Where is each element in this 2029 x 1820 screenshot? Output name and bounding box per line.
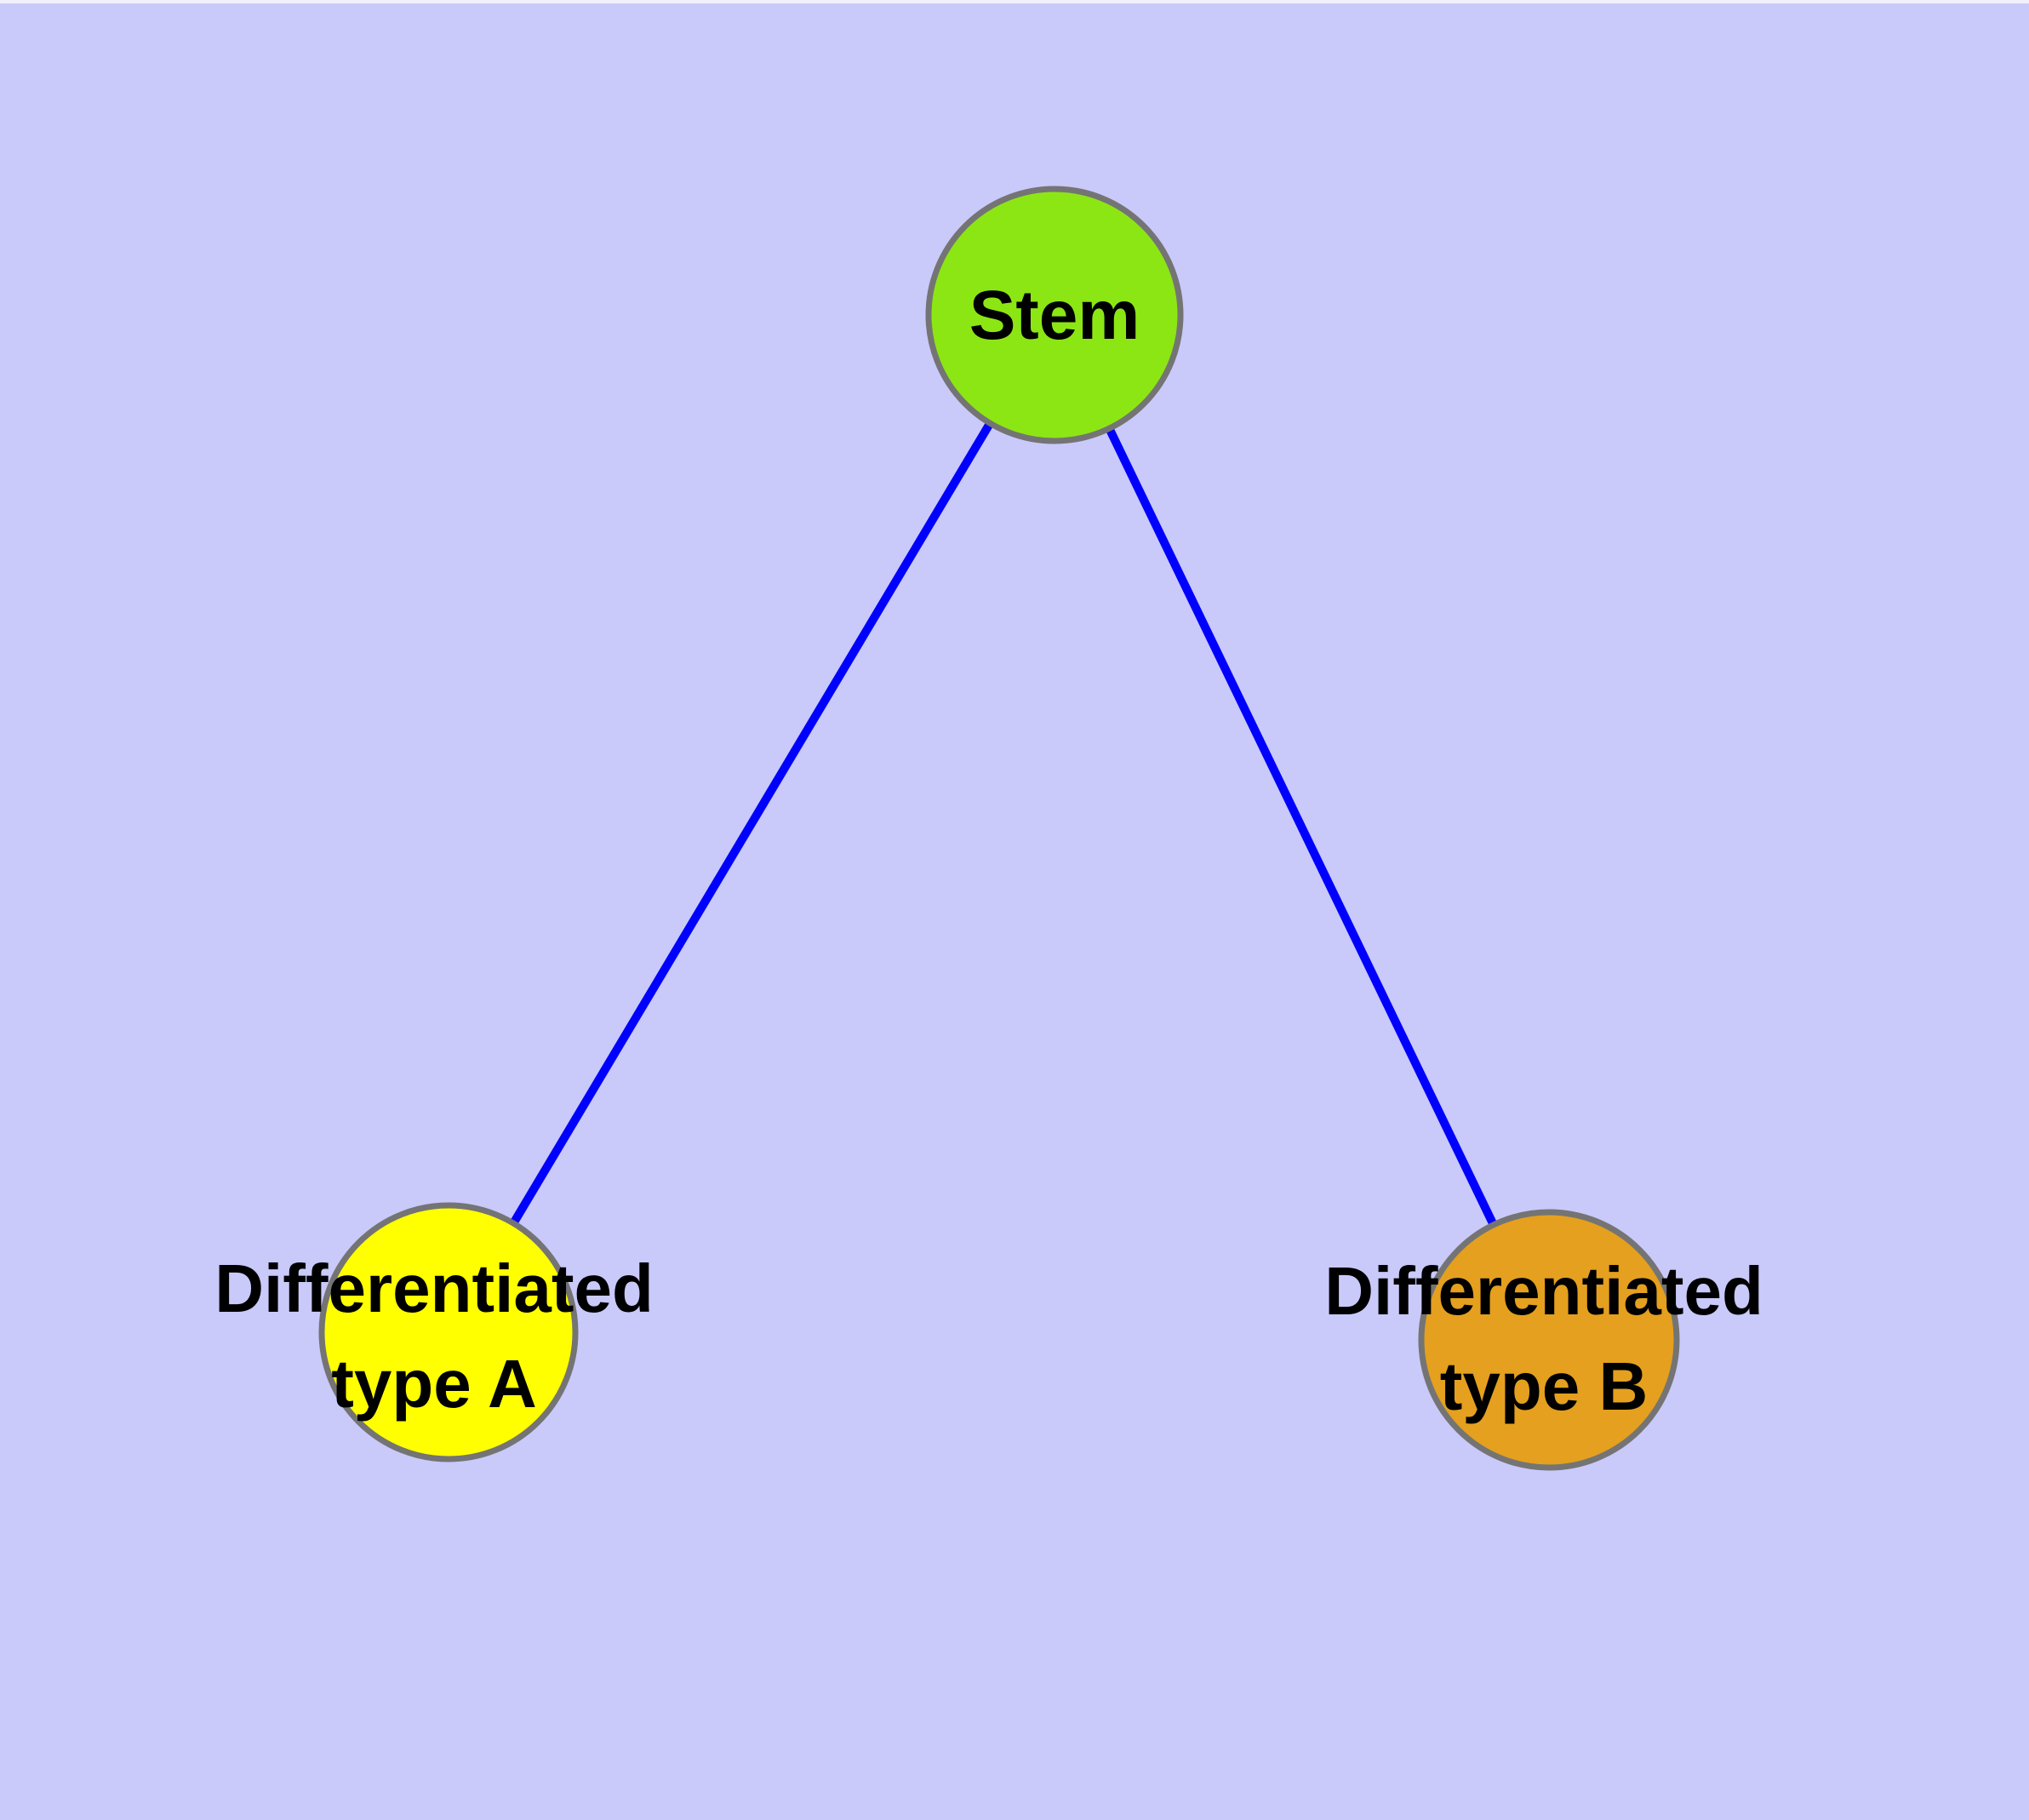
node-label-differentiated-type-b: Differentiated type B <box>1324 1244 1763 1434</box>
type-b-label-line2: type B <box>1439 1348 1649 1424</box>
type-a-label-line2: type A <box>331 1346 537 1422</box>
stem-label-text: Stem <box>969 277 1140 354</box>
top-edge-highlight <box>0 0 2029 3</box>
node-differentiated-type-b <box>1418 1209 1680 1471</box>
type-b-label-line1: Differentiated <box>1324 1253 1763 1329</box>
edge-stem-to-type-b <box>1050 312 1553 1342</box>
node-label-differentiated-type-a: Differentiated type A <box>214 1241 654 1432</box>
node-differentiated-type-a <box>318 1202 579 1462</box>
edge-stem-to-type-a <box>444 312 1059 1335</box>
node-label-stem: Stem <box>969 278 1140 354</box>
type-a-label-line1: Differentiated <box>214 1251 654 1326</box>
node-stem <box>925 186 1184 444</box>
